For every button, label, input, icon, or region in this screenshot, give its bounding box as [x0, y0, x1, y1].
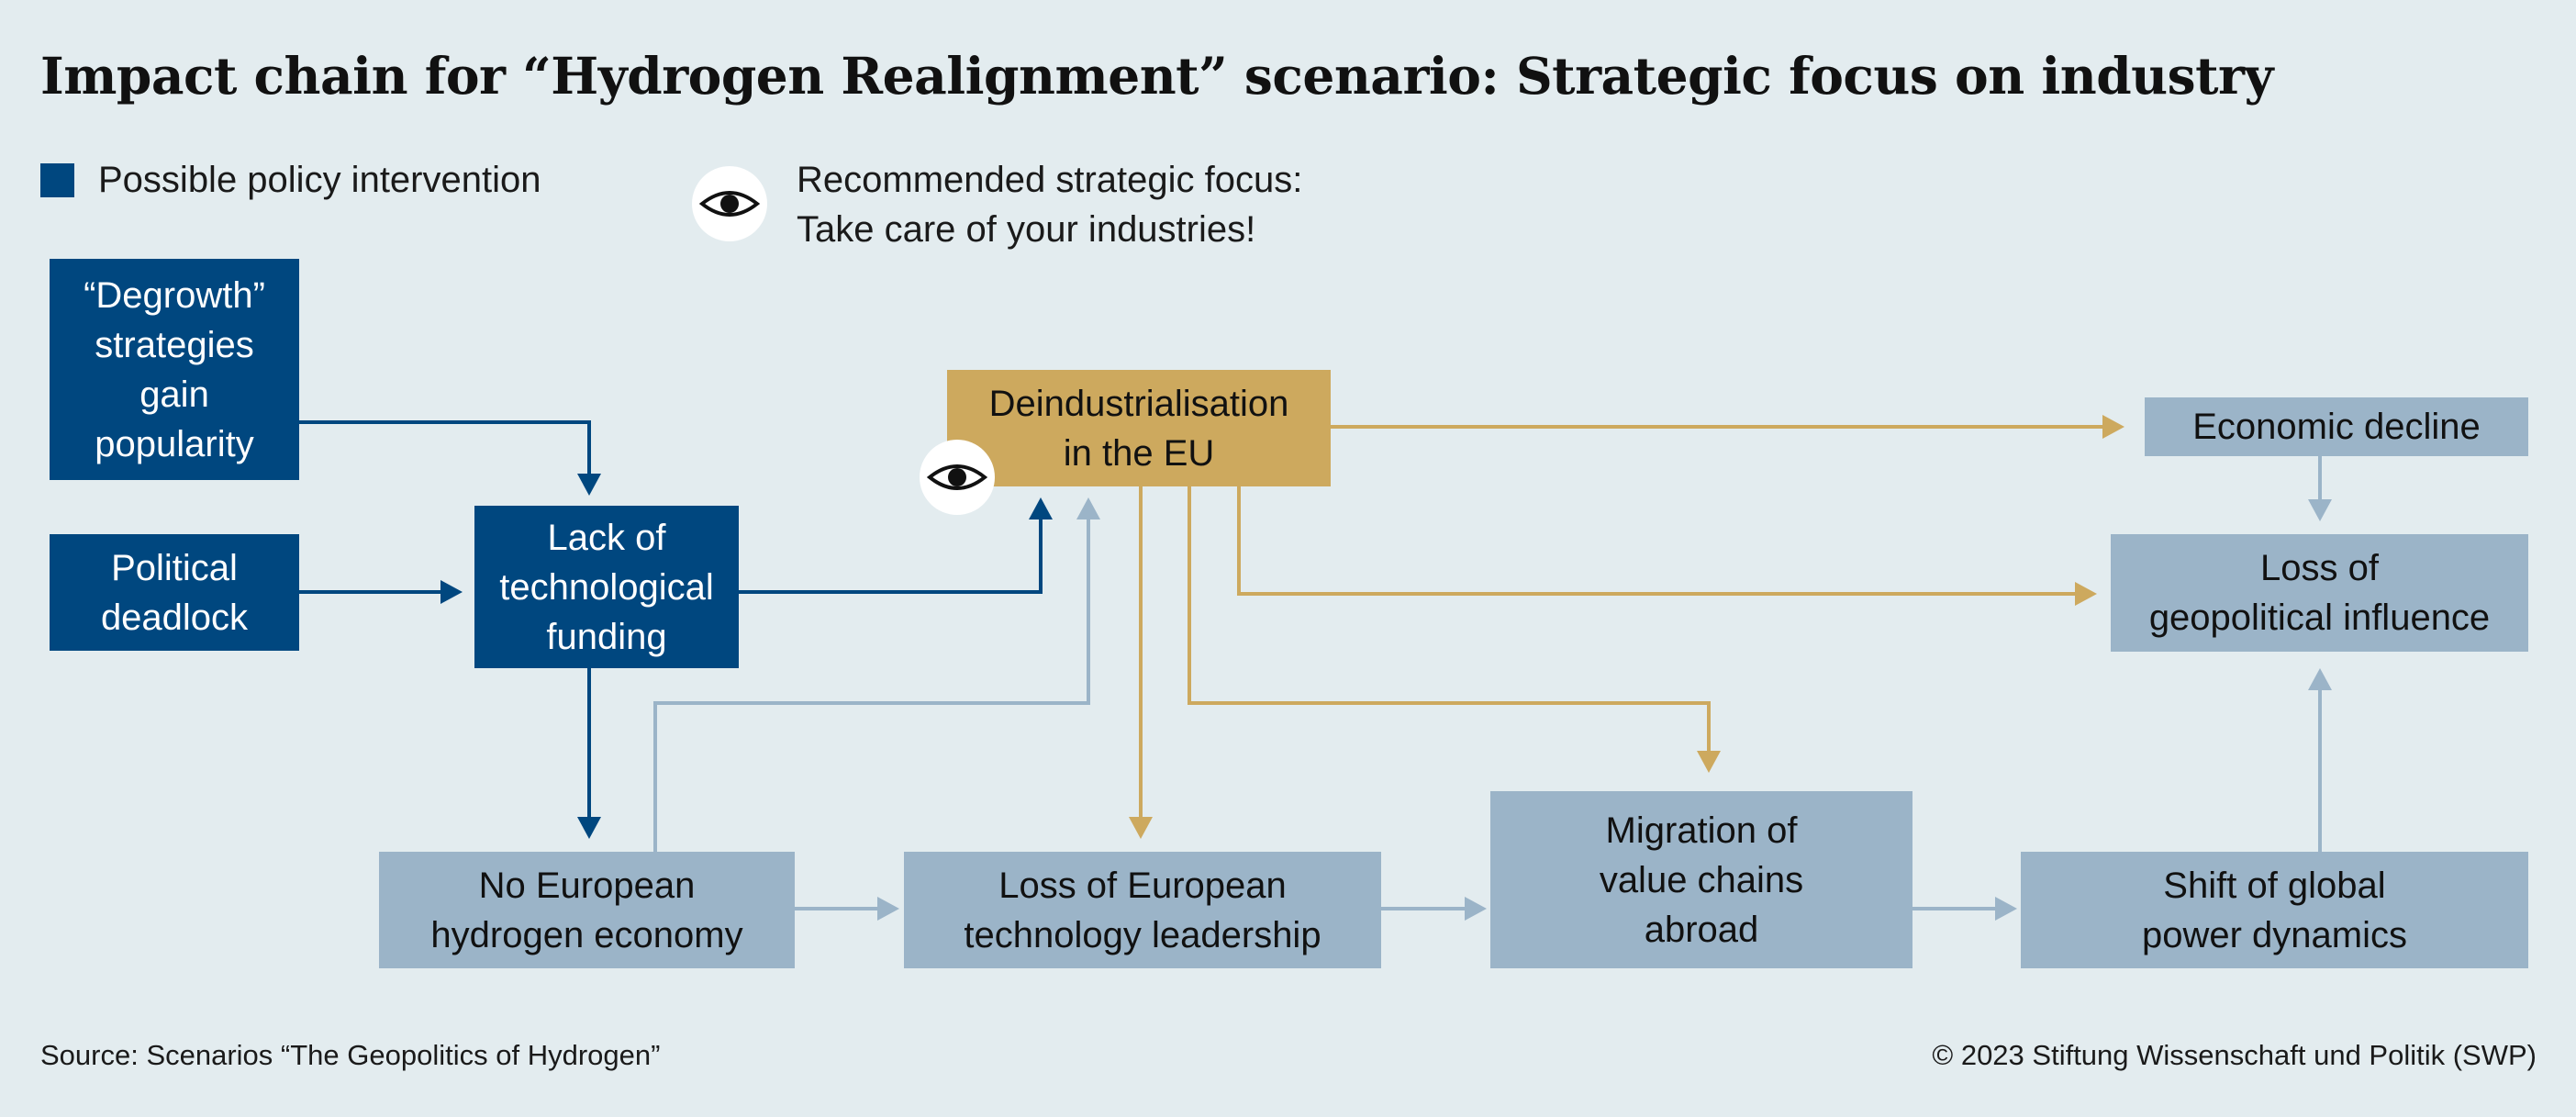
legend-policy-label: Possible policy intervention: [98, 160, 541, 200]
node-tech-leadership: Loss of European technology leadership: [904, 852, 1381, 968]
legend-eye-badge: [692, 166, 767, 241]
eye-icon: [699, 191, 760, 217]
node-no-hydrogen-economy: No European hydrogen economy: [379, 852, 795, 968]
legend-focus-label-2: Take care of your industries!: [797, 209, 1256, 250]
legend-focus-label-1: Recommended strategic focus:: [797, 160, 1303, 200]
node-geopolitical-influence: Loss of geopolitical influence: [2111, 534, 2528, 652]
copyright-note: © 2023 Stiftung Wissenschaft und Politik…: [1932, 1039, 2537, 1071]
node-degrowth: “Degrowth” strategies gain popularity: [50, 259, 299, 480]
node-deindustrialisation: Deindustrialisation in the EU: [947, 370, 1331, 486]
node-political-deadlock: Political deadlock: [50, 534, 299, 651]
eye-icon: [927, 464, 987, 490]
node-power-shift: Shift of global power dynamics: [2021, 852, 2528, 968]
node-lack-of-funding: Lack of technological funding: [474, 506, 739, 668]
source-note: Source: Scenarios “The Geopolitics of Hy…: [40, 1039, 661, 1071]
focus-eye-badge: [920, 440, 995, 515]
legend-policy-swatch: [40, 163, 74, 197]
node-economic-decline: Economic decline: [2145, 397, 2528, 456]
page-title: Impact chain for “Hydrogen Realignment” …: [40, 46, 2273, 106]
node-value-chain-migration: Migration of value chains abroad: [1490, 791, 1912, 968]
